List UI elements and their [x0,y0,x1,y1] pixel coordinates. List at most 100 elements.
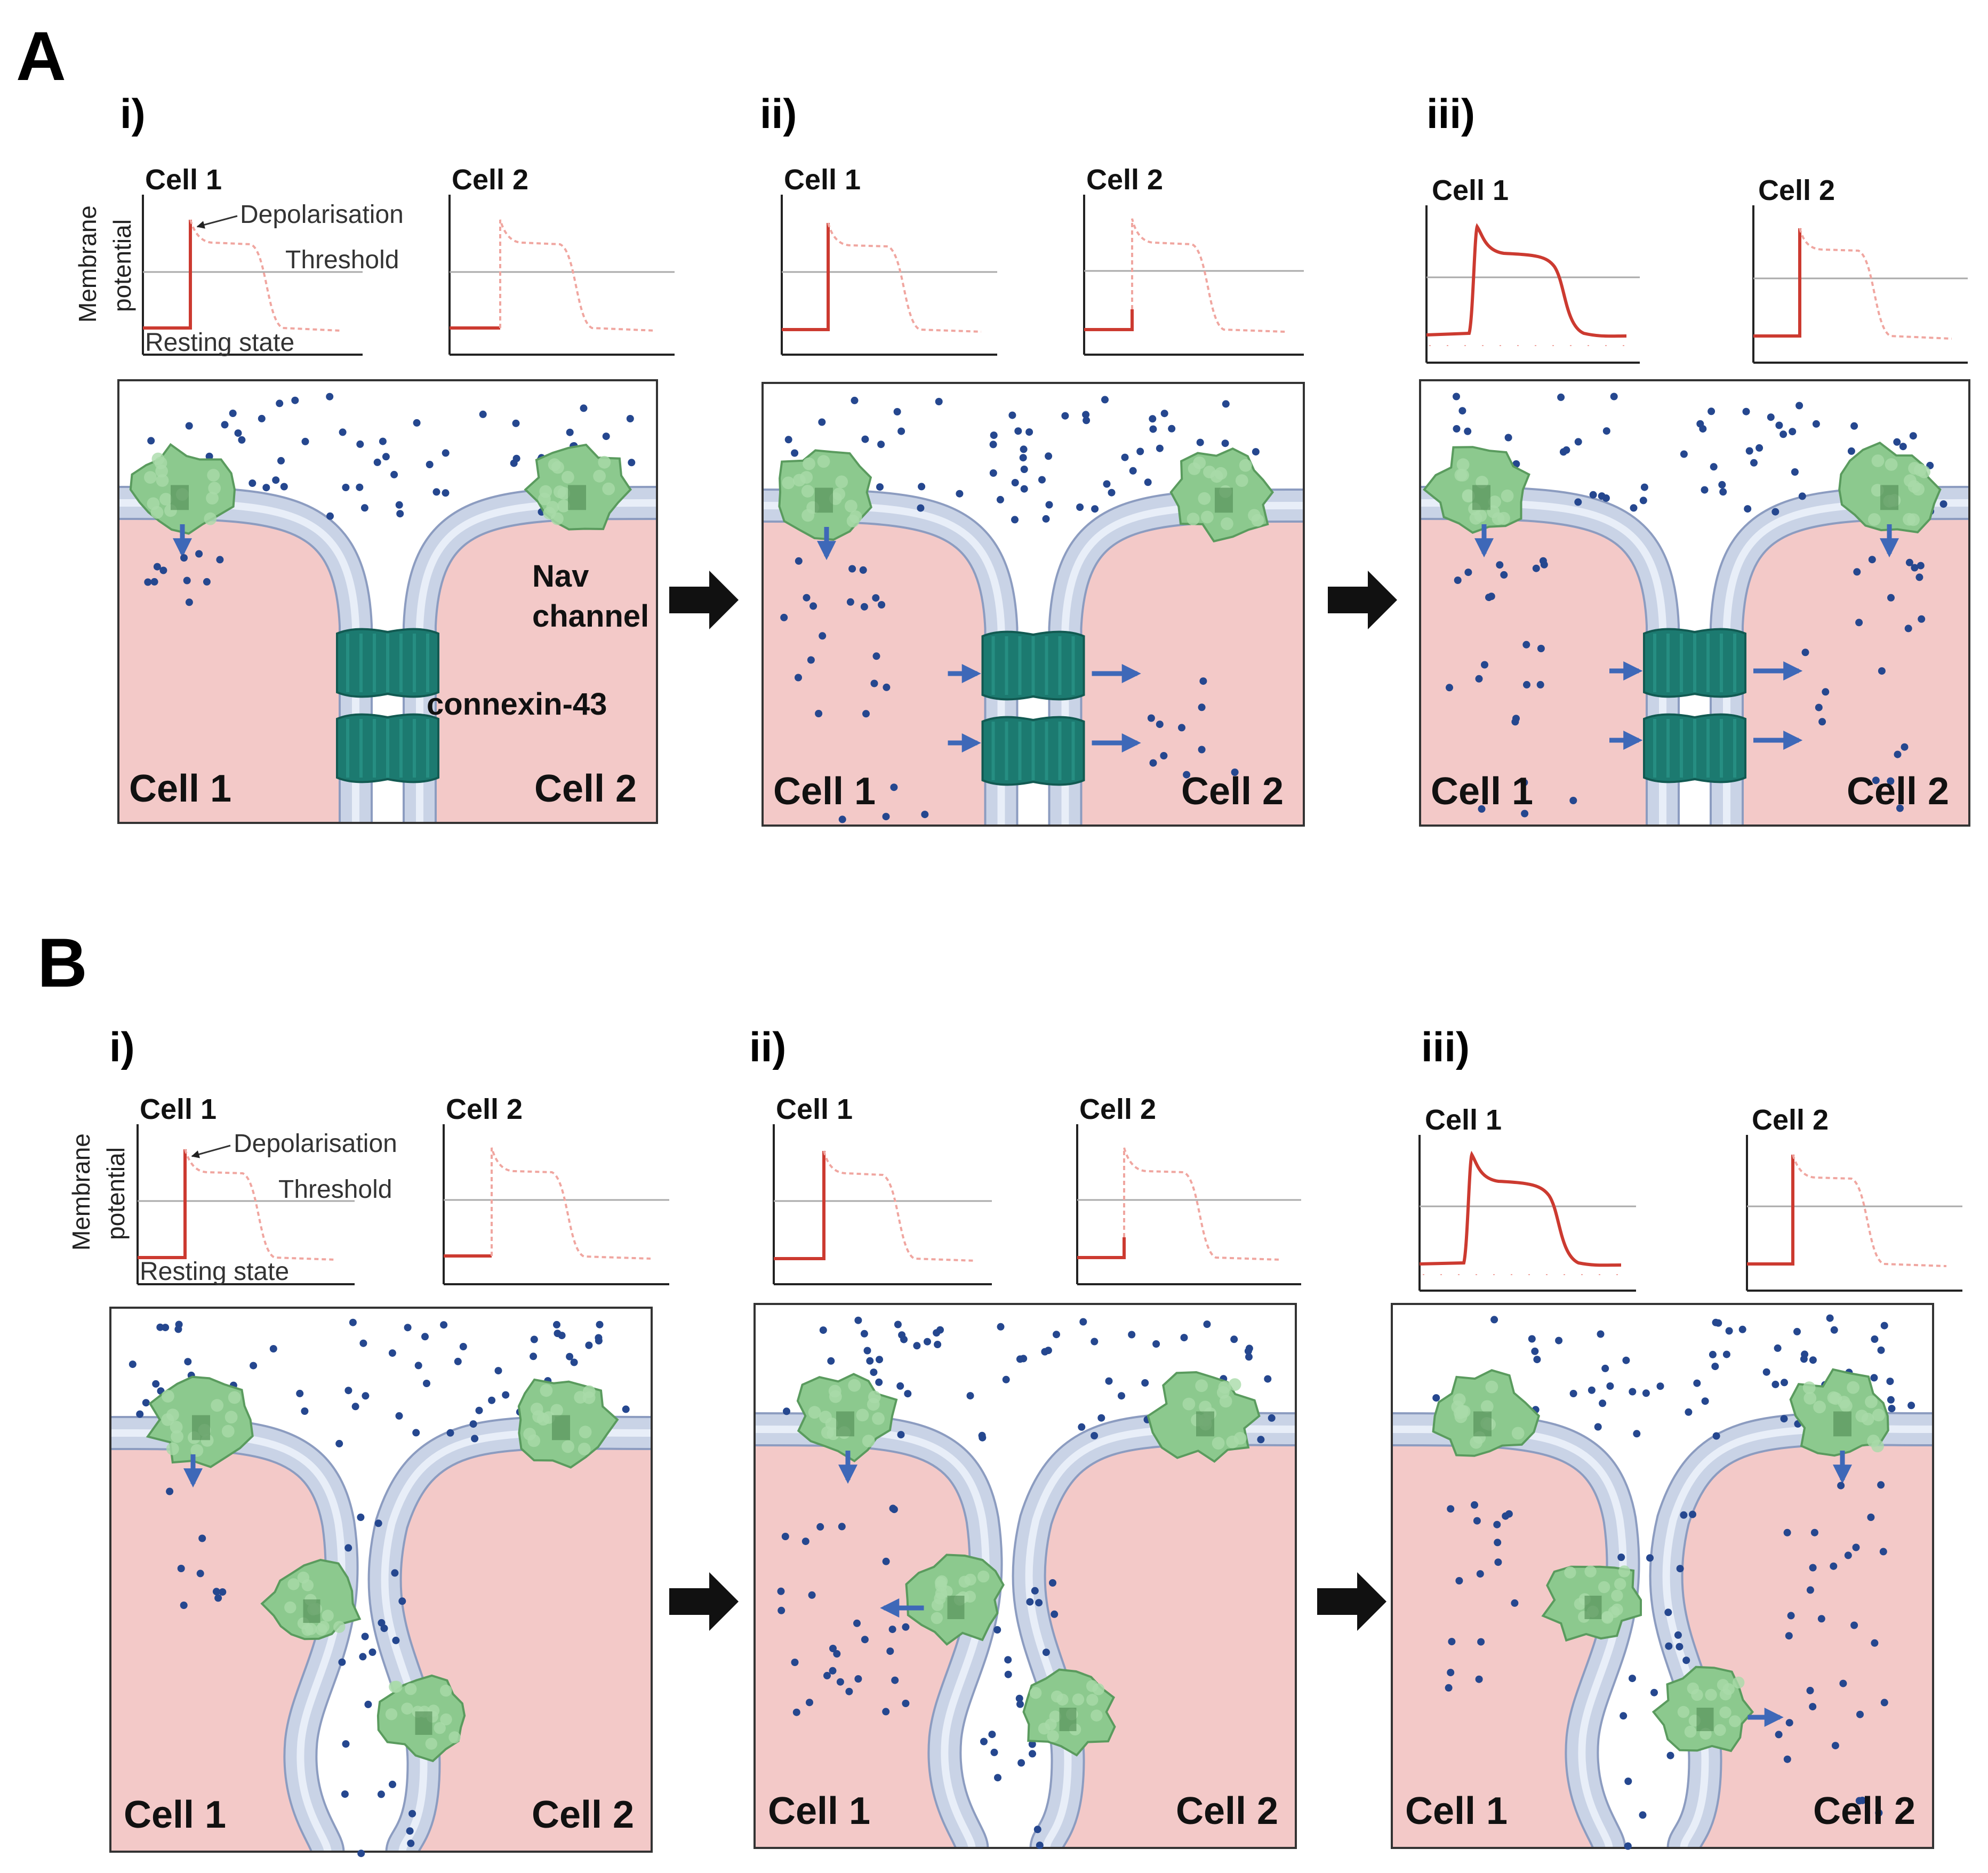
ion-dot [1494,1539,1502,1547]
stage-label-b-iii: iii) [1421,1023,1470,1070]
ion-dot [373,458,381,466]
ion-dot [1693,1379,1701,1387]
panel-letter-b: B [37,924,87,1002]
ion-dot [1904,625,1912,633]
ion-dot [423,1380,430,1387]
ion-dot [934,1341,942,1348]
ion-dot [1868,556,1876,564]
ion-dot [212,1588,220,1596]
plot-title: Cell 1 [776,1093,853,1125]
ion-dot [1476,1570,1484,1578]
ion-dot [1505,1510,1513,1518]
ion-dot [391,1569,399,1577]
ion-dot [1915,573,1923,581]
ion-dot [784,436,792,444]
ion-dot [878,601,886,609]
ion-dot [1738,1325,1746,1333]
ion-dot [1477,1638,1485,1646]
ion-dot [988,1731,996,1739]
ion-dot [1762,1368,1770,1376]
ion-dot [875,1378,883,1386]
nav-channel-icon [1789,1368,1889,1457]
plot-b-ii-cell2: Cell 2 [1076,1093,1301,1285]
plot-a-ii-cell2: Cell 2 [1083,164,1304,356]
ion-dot [413,419,421,427]
ion-dot [1555,1336,1563,1344]
ion-dot [1664,1608,1672,1616]
ion-dot [1521,810,1529,818]
ion-dot [1180,1334,1188,1342]
ion-dot [1245,1344,1253,1352]
plot-title: Cell 1 [145,164,222,196]
ion-dot [851,396,859,404]
ion-dot [1221,439,1229,447]
ion-dot [1789,428,1797,436]
ion-dot [1078,1423,1086,1431]
ion-dot [357,1514,365,1521]
ion-dot [877,441,885,449]
ion-dot [1812,420,1820,428]
plot-b-iii-cell1: Cell 1 [1418,1104,1636,1292]
ion-dot [1536,681,1544,689]
ion-dot [862,710,870,718]
ion-dot [250,1362,258,1370]
ion-dot [553,1320,560,1328]
ion-dot [1905,558,1913,566]
ion-dot [791,1659,799,1666]
ion-dot [1478,805,1486,813]
ion-dot [1701,1397,1709,1405]
ion-dot [296,1389,304,1397]
ion-dot [1533,1356,1541,1364]
ion-dot [1033,1826,1041,1834]
ion-dot [1818,718,1826,726]
connexin-43-icon [981,716,1085,786]
ion-dot [1630,504,1638,512]
ion-dot [795,674,802,682]
ion-dot [1855,619,1863,627]
ion-dot [1633,1430,1641,1438]
ion-dot [446,1429,454,1437]
ion-dot [1196,438,1204,446]
ion-dot [913,1342,921,1350]
ion-dot [1855,1797,1863,1805]
stage-arrow-icon [669,571,739,629]
ion-dot [344,1387,352,1395]
ion-dot [1045,501,1053,509]
ion-dot [956,490,964,498]
plot-a-ii-cell1: Cell 1 [781,164,997,356]
ion-dot [1656,1382,1664,1390]
ion-dot [902,1623,910,1631]
ion-dot [792,1708,800,1716]
ion-dot [1830,1562,1838,1570]
ion-dot [1830,1326,1838,1334]
ion-dot [1774,1344,1782,1352]
ion-dot [1160,752,1168,759]
ion-dot [1038,476,1046,484]
ion-dot [580,404,588,412]
ion-dot [341,1790,349,1798]
ion-dot [1875,1809,1883,1817]
ion-dot [1750,459,1758,467]
box-label-right: Cell 2 [1847,770,1949,813]
box-label-right: Cell 2 [534,767,637,810]
ion-dot [1574,498,1582,506]
ion-dot [1083,417,1091,425]
ion-dot [301,437,309,445]
ion-dot [454,1357,462,1365]
ion-dot [1520,779,1528,787]
ion-dot [1629,1388,1637,1396]
ion-dot [414,1362,422,1370]
ion-dot [1149,425,1157,433]
stage-label-a-iii: iii) [1426,90,1475,137]
ion-dot [488,1396,496,1404]
ion-dot [1149,759,1157,767]
ion-dot [1118,1392,1125,1400]
ion-dot [1674,1631,1682,1639]
ion-dot [395,1412,403,1420]
plot-title: Cell 2 [1086,164,1163,196]
ion-dot [1785,1719,1793,1727]
ion-dot [1512,715,1520,723]
ion-dot [1008,411,1016,419]
